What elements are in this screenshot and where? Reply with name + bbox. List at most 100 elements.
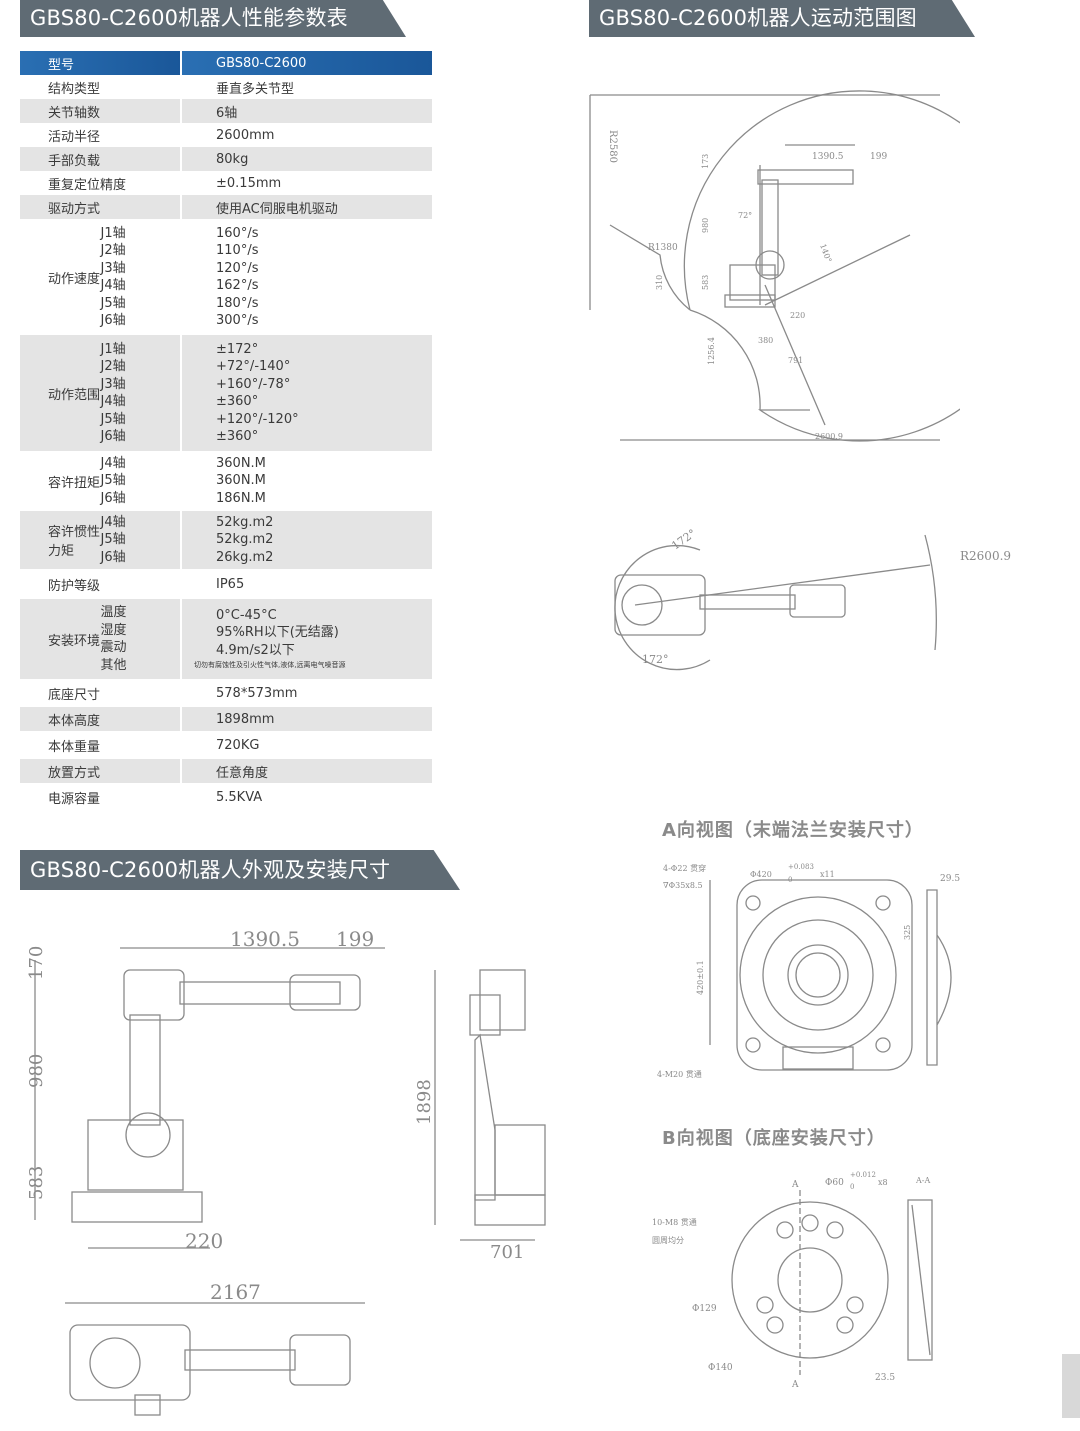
spec-value: 垂直多关节型 [180, 75, 432, 99]
spec-row: 电源容量 5.5KVA [20, 783, 432, 811]
dim-label: 791 [788, 356, 803, 365]
dim-label: Φ129 [692, 1304, 717, 1314]
spec-label: 活动半径 [20, 123, 181, 147]
spec-label: 容许扭矩 [20, 451, 101, 511]
spec-label: 放置方式 [20, 759, 181, 783]
dim-label: x11 [820, 870, 835, 879]
dim-label: 583 [26, 1166, 47, 1200]
dim-label: 1898 [414, 1079, 435, 1125]
spec-table-title: GBS80-C2600机器人性能参数表 [20, 0, 406, 37]
spec-label: 结构类型 [20, 75, 181, 99]
dim-label: 980 [26, 1054, 47, 1088]
dim-label: 220 [185, 1229, 223, 1253]
spec-row: 关节轴数 6轴 [20, 99, 432, 123]
spec-value: 578*573mm [180, 679, 432, 707]
dim-label: 172° [642, 653, 669, 666]
view-a-drawing: 4-Φ22 贯穿 ∇Φ35x8.5 Φ420 +0.083 0 x11 29.5… [657, 863, 960, 1079]
dim-label: R2600.9 [960, 549, 1011, 563]
spec-row-model: 型号 GBS80-C2600 [20, 51, 432, 75]
dim-label: 1794 [580, 182, 583, 205]
dim-label: 173 [701, 154, 710, 169]
dim-label: 1390.5 [812, 152, 844, 162]
spec-row: 重复定位精度 ±0.15mm [20, 171, 432, 195]
spec-label: 驱动方式 [20, 195, 181, 219]
scrollbar[interactable] [1062, 1354, 1080, 1418]
dim-label: Φ60 [825, 1178, 844, 1188]
dim-label: +0.083 [788, 863, 814, 871]
dim-label: 199 [870, 152, 887, 162]
dim-label: 170 [26, 946, 47, 980]
spec-value: IP65 [180, 569, 432, 599]
spec-row: 本体高度 1898mm [20, 707, 432, 731]
spec-row: 活动半径 2600mm [20, 123, 432, 147]
spec-value: 1898mm [180, 707, 432, 731]
dim-label: 29.5 [940, 874, 960, 884]
appearance-title: GBS80-C2600机器人外观及安装尺寸 [20, 850, 460, 890]
motion-range-side-drawing: R2580 1390.5 199 1794 R1380 173 980 583 … [580, 90, 960, 442]
view-a-title: A向视图（末端法兰安装尺寸） [662, 820, 924, 841]
dim-label: 圆周均分 [652, 1235, 684, 1245]
spec-value: ±0.15mm [180, 171, 432, 195]
dim-label: 2600.9 [815, 432, 843, 441]
dim-label: 310 [655, 275, 664, 290]
spec-value: 使用AC伺服电机驱动 [180, 195, 432, 219]
dim-label: 10-M8 贯通 [652, 1217, 697, 1227]
spec-label: 本体高度 [20, 707, 181, 731]
spec-label: 防护等级 [20, 569, 181, 599]
spec-label: 型号 [20, 51, 181, 75]
dim-label: 380 [758, 336, 773, 345]
motion-range-title: GBS80-C2600机器人运动范围图 [589, 0, 975, 37]
dim-label: 199 [336, 927, 374, 951]
appearance-side-drawing: 1390.5 199 170 980 583 220 [26, 927, 385, 1253]
appearance-front-drawing: 1898 701 [414, 969, 546, 1263]
dim-label: A [791, 1180, 799, 1190]
spec-row: 驱动方式 使用AC伺服电机驱动 [20, 195, 432, 219]
dim-label: A-A [915, 1176, 930, 1185]
appearance-top-drawing: 2167 [65, 1280, 365, 1416]
dim-label: 325 [903, 925, 912, 940]
view-b-title: B向视图（底座安装尺寸） [662, 1128, 886, 1149]
dim-label: Φ420 [750, 870, 772, 879]
spec-label: 容许惯性力矩 [20, 511, 101, 569]
spec-label: 动作速度 [20, 219, 101, 335]
dim-label: 701 [490, 1242, 524, 1263]
spec-values: ±172°+72°/-140°+160°/-78° ±360°+120°/-12… [180, 335, 432, 451]
dim-label: 23.5 [875, 1373, 895, 1383]
spec-row: 底座尺寸 578*573mm [20, 679, 432, 707]
dim-label: +0.012 [850, 1171, 876, 1179]
view-b-drawing: A Φ60 +0.012 0 x8 A-A 10-M8 贯通 圆周均分 Φ129… [652, 1171, 933, 1390]
spec-row: 本体重量 720KG [20, 731, 432, 759]
spec-value: 80kg [180, 147, 432, 171]
spec-label: 关节轴数 [20, 99, 181, 123]
spec-label: 重复定位精度 [20, 171, 181, 195]
dim-label: 220 [790, 311, 805, 320]
dim-label: 420±0.1 [696, 960, 705, 995]
dim-label: 1256.4 [707, 337, 716, 365]
dim-label: 4-M20 贯通 [657, 1069, 702, 1079]
dim-label: 72° [738, 211, 752, 220]
dim-label: A [791, 1380, 799, 1390]
dim-label: R1380 [648, 243, 678, 253]
spec-value: 720KG [180, 731, 432, 759]
spec-label: 本体重量 [20, 731, 181, 759]
spec-label: 底座尺寸 [20, 679, 181, 707]
spec-value: 任意角度 [180, 759, 432, 783]
dim-label: 4-Φ22 贯穿 [663, 863, 706, 873]
dim-label: 583 [701, 275, 710, 290]
dim-label: 0 [850, 1183, 854, 1191]
spec-label: 电源容量 [20, 783, 181, 811]
spec-row: 手部负载 80kg [20, 147, 432, 171]
spec-value: GBS80-C2600 [180, 51, 432, 75]
